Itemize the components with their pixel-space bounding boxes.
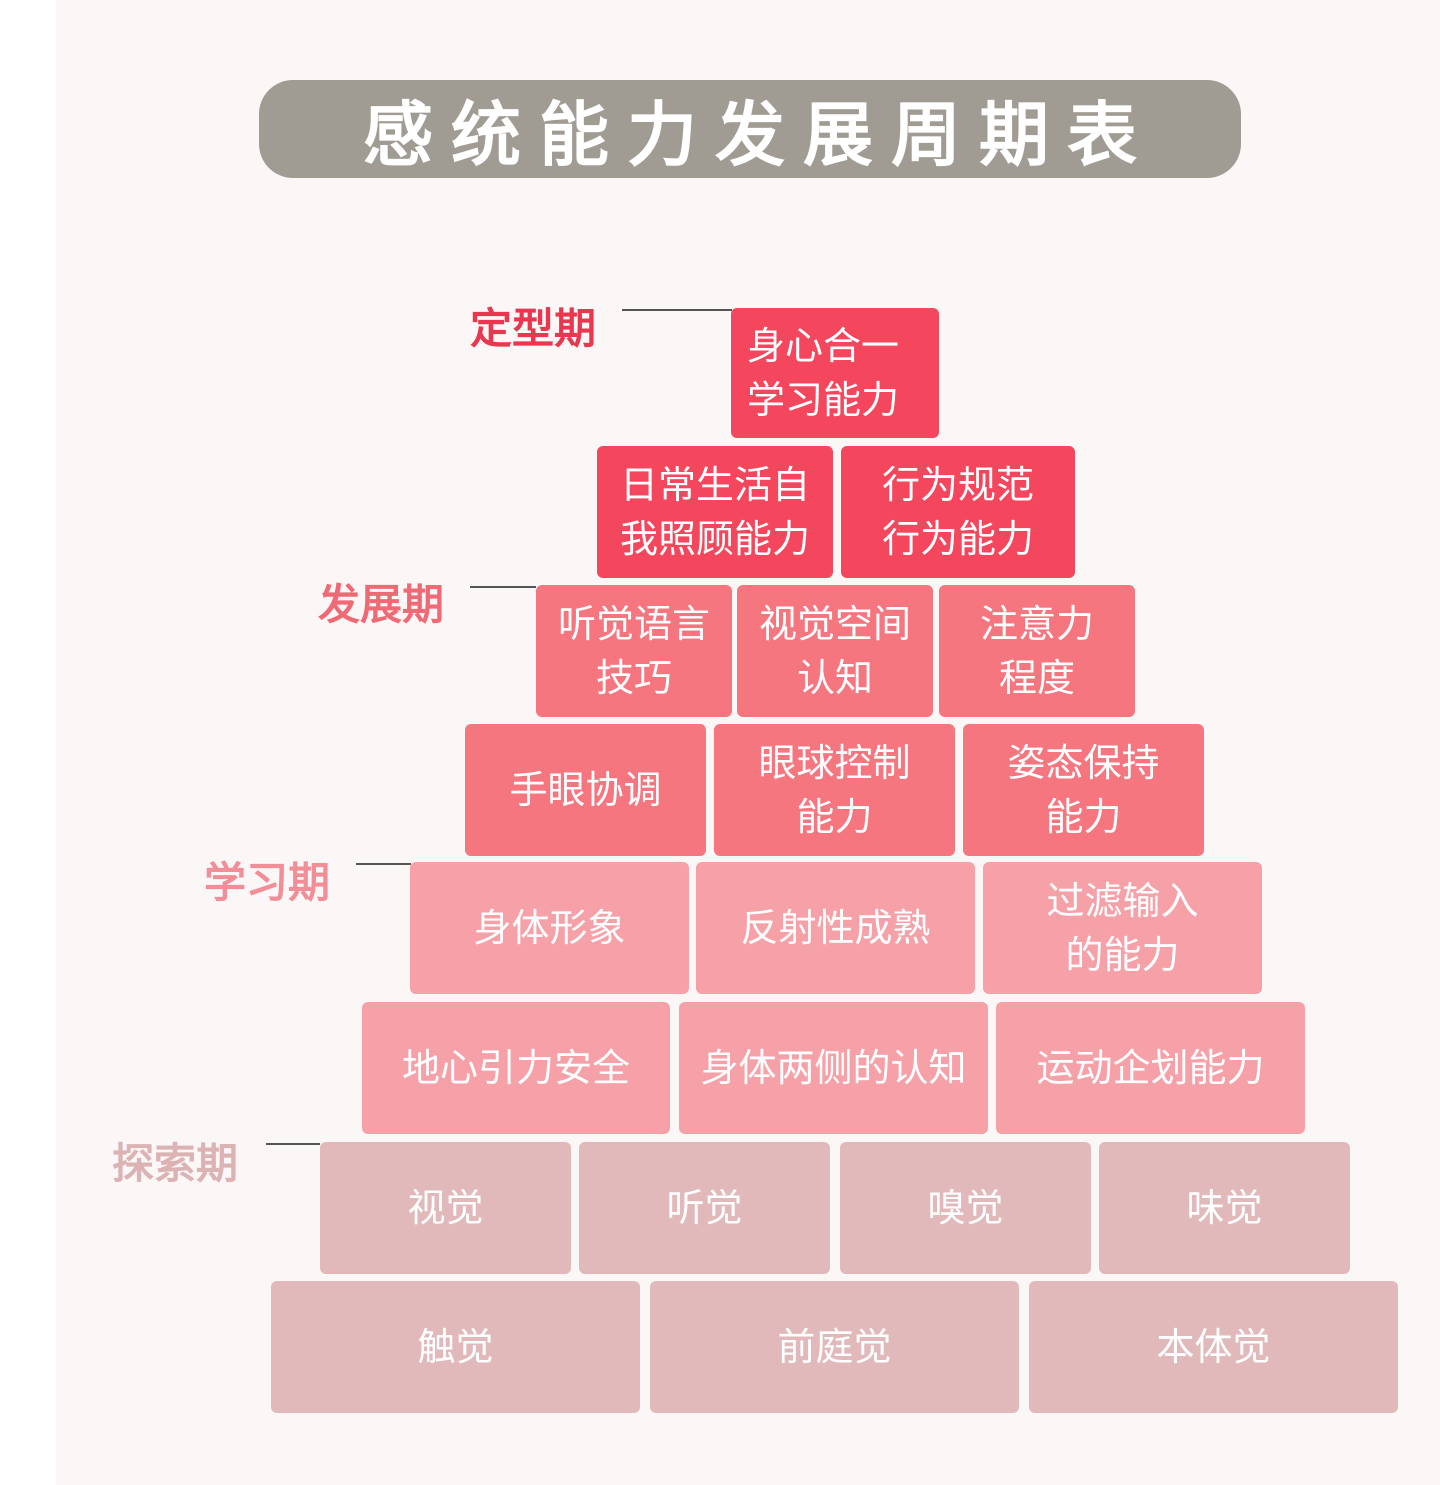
- stage-label-tansuo: 探索期: [112, 1139, 239, 1188]
- pyramid-block: 地心引力安全: [362, 1002, 670, 1134]
- stage-label-dingxing: 定型期: [470, 304, 597, 353]
- pyramid-block: 视觉空间 认知: [737, 585, 933, 717]
- page-title: 感统能力发展周期表: [259, 80, 1241, 178]
- pyramid-block: 身体形象: [410, 862, 689, 994]
- stage-connector-xuexi: [356, 863, 411, 865]
- pyramid-block: 嗅觉: [840, 1142, 1091, 1274]
- pyramid-block: 听觉语言 技巧: [536, 585, 732, 717]
- pyramid-block: 视觉: [320, 1142, 571, 1274]
- pyramid-block: 前庭觉: [650, 1281, 1019, 1413]
- stage-connector-tansuo: [266, 1143, 320, 1145]
- pyramid-block: 本体觉: [1029, 1281, 1398, 1413]
- pyramid-block: 运动企划能力: [996, 1002, 1305, 1134]
- pyramid-block: 过滤输入 的能力: [983, 862, 1262, 994]
- stage-connector-fazhan: [470, 586, 536, 588]
- pyramid-block: 味觉: [1099, 1142, 1350, 1274]
- pyramid-block: 注意力 程度: [939, 585, 1135, 717]
- pyramid-block: 反射性成熟: [696, 862, 975, 994]
- pyramid-block: 听觉: [579, 1142, 830, 1274]
- pyramid-block: 姿态保持 能力: [963, 724, 1204, 856]
- pyramid-block: 眼球控制 能力: [714, 724, 955, 856]
- pyramid-block: 身心合一 学习能力: [731, 308, 939, 438]
- stage-label-fazhan: 发展期: [318, 580, 445, 629]
- stage-connector-dingxing: [622, 309, 732, 311]
- stage-label-xuexi: 学习期: [204, 858, 331, 907]
- pyramid-block: 身体两侧的认知: [679, 1002, 988, 1134]
- pyramid-block: 日常生活自 我照顾能力: [597, 446, 833, 578]
- pyramid-block: 手眼协调: [465, 724, 706, 856]
- pyramid-block: 行为规范 行为能力: [841, 446, 1075, 578]
- pyramid-block: 触觉: [271, 1281, 640, 1413]
